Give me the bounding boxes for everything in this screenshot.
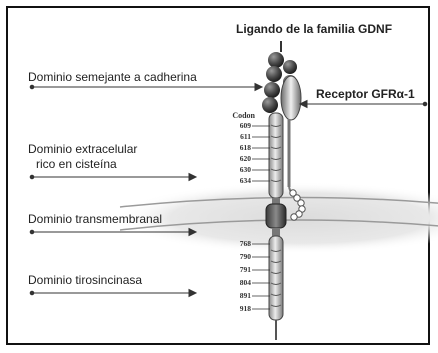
codon-label: 630 (239, 165, 251, 174)
ligand-title: Ligando de la familia GDNF (236, 22, 393, 36)
codon-label: 618 (239, 143, 251, 152)
codon-label: 611 (240, 132, 251, 141)
gfr-alpha-1-receptor (280, 75, 306, 221)
cadherin-arrow (29, 82, 264, 92)
extracellular-domain-label-line2: rico en cisteína (36, 157, 117, 171)
codon-label: 791 (239, 265, 251, 274)
transmembrane-arrow (29, 227, 198, 237)
codon-header: Codon (232, 111, 255, 120)
extracellular-arrow (29, 172, 198, 182)
transmembrane-segment (265, 198, 287, 236)
figure-frame (6, 6, 430, 345)
tyrosine-kinase-domain-label: Dominio tirosincinasa (28, 273, 143, 287)
codon-label: 634 (239, 176, 251, 185)
codon-label: 918 (239, 304, 251, 313)
codon-label: 891 (239, 291, 251, 300)
codon-label: 768 (239, 239, 251, 248)
cadherin-domain-label: Dominio semejante a cadherina (28, 70, 197, 84)
tyrosine-kinase-domain (268, 235, 284, 340)
codon-label: 790 (239, 252, 251, 261)
label-arrows (29, 82, 428, 298)
extracellular-domain-label-line1: Dominio extracelular (28, 142, 138, 156)
transmembrane-domain-label: Dominio transmembranal (28, 212, 163, 226)
codon-leader-lines (252, 125, 270, 310)
receptor-label: Receptor GFRα-1 (316, 87, 415, 101)
ligand-beads (262, 41, 297, 113)
extracellular-domain (268, 112, 284, 199)
codon-label: 804 (239, 278, 251, 287)
codon-label: 609 (239, 121, 251, 130)
receptor-arrow (298, 99, 428, 109)
codon-label: 620 (239, 154, 251, 163)
tyrosine-kinase-arrow (29, 288, 198, 298)
